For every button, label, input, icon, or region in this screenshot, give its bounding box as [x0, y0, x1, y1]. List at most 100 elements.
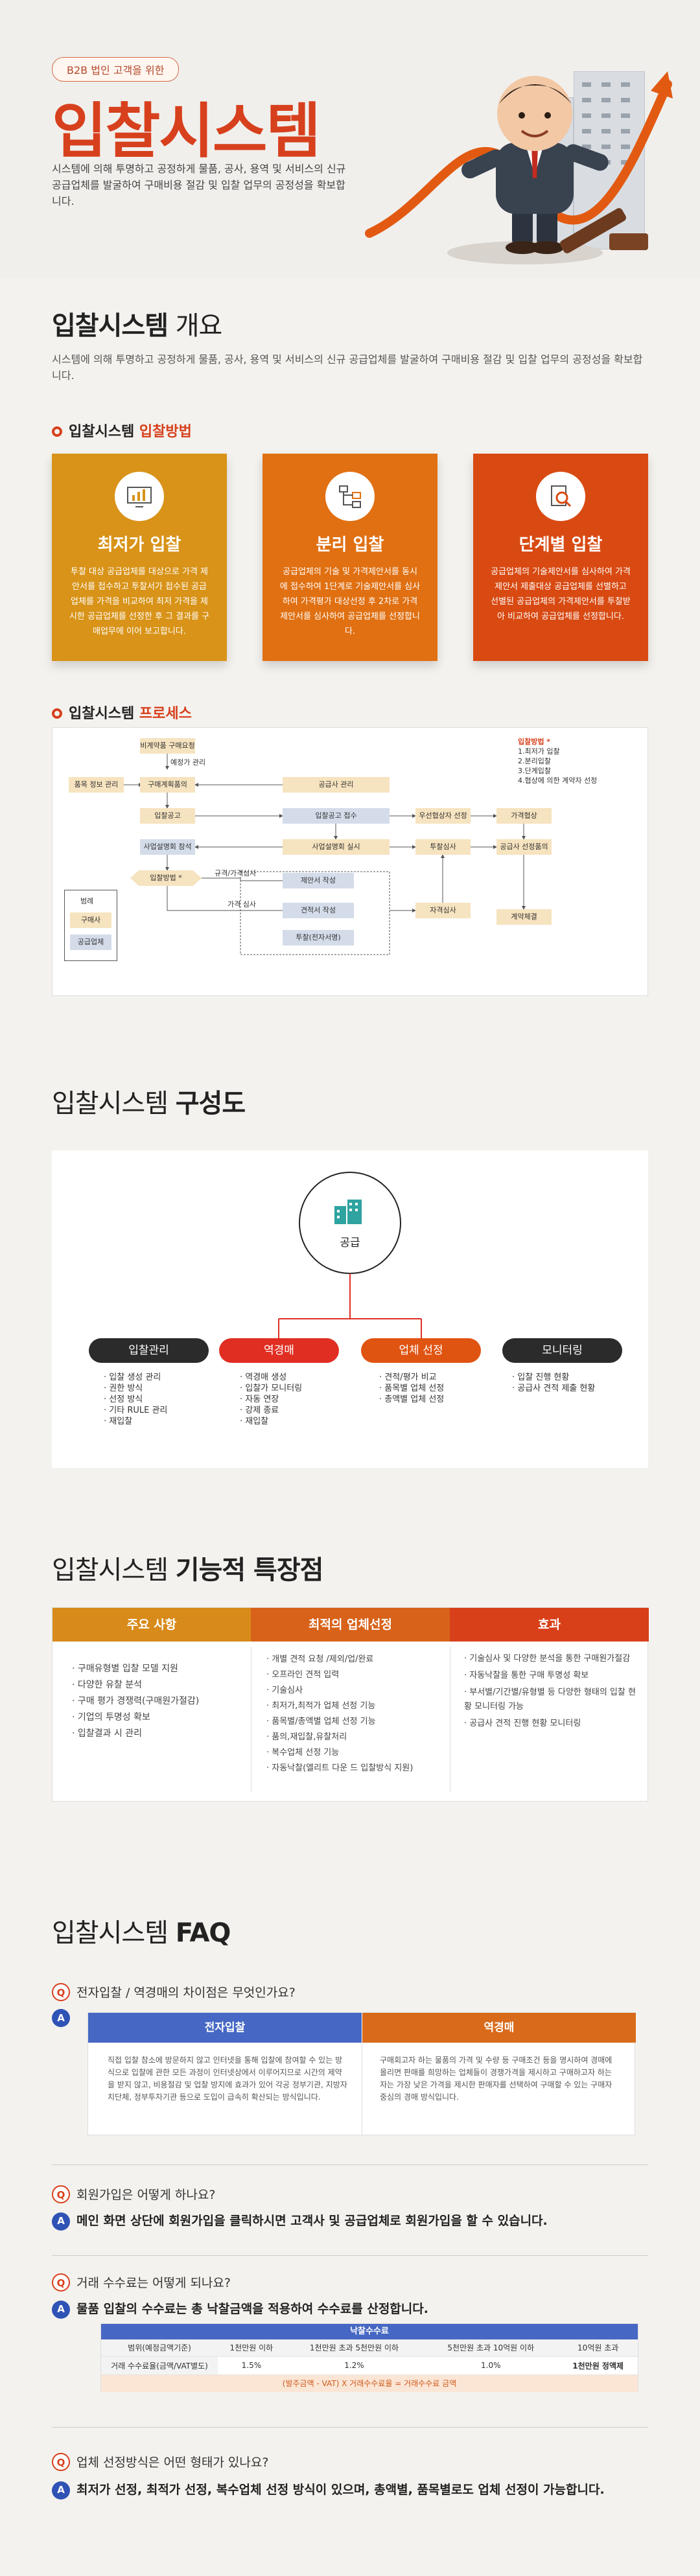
list-item: 개별 견적 요청 /제외/업/완료	[266, 1652, 441, 1667]
node-monitoring: 모니터링	[502, 1338, 622, 1363]
process-box: 투찰심사	[415, 839, 471, 855]
list-item: 오프라인 견적 입력	[266, 1667, 441, 1683]
node-list-reverse-auction: 역경매 생성 입찰가 모니터링 자동 연장 강제 종료 재입찰	[240, 1372, 302, 1427]
hero-description: 시스템에 의해 투명하고 공정하게 물품, 공사, 용역 및 서비스의 신규 공…	[52, 163, 346, 207]
list-item: 권한 방식	[104, 1383, 167, 1394]
process-box: 구매계획품의	[140, 777, 195, 793]
fee-formula: (발주금액 - VAT) X 거래수수료율 = 거래수수료 금액	[101, 2374, 638, 2392]
list-item: 재입찰	[104, 1416, 167, 1427]
process-box: 가격협상	[496, 808, 552, 824]
method-card-title: 최저가 입찰	[97, 535, 181, 555]
process-box: 우선협상자 선정	[415, 808, 471, 824]
list-item: 자동낙찰을 통한 구매 투명성 확보	[464, 1669, 639, 1683]
list-item: 입찰결과 시 관리	[72, 1726, 240, 1742]
process-label: 가격 심사	[228, 900, 256, 909]
process-box: 사업설명회 실시	[283, 839, 390, 855]
list-item: 기타 RULE 관리	[104, 1405, 167, 1416]
question-badge: Q	[52, 1983, 70, 2001]
list-item: 복수업체 선정 기능	[266, 1745, 441, 1761]
compare-table: 전자입찰 역경매 직접 입찰 참소에 방문하지 않고 인터넷을 통해 입찰에 참…	[88, 2012, 636, 2135]
fee-table: 낙찰수수료 범위(예정금액기준) 1천만원 이하 1천만원 초과 5천만원 이하…	[100, 2323, 638, 2392]
hero-title: 입찰시스템	[52, 97, 321, 166]
fee-grid: 범위(예정금액기준) 1천만원 이하 1천만원 초과 5천만원 이하 5천만원 …	[101, 2339, 638, 2375]
process-box: 투찰(전자서명)	[283, 930, 354, 946]
list-item: 품의,재입찰,유찰처리	[266, 1730, 441, 1745]
chart-icon	[115, 472, 164, 521]
method-card-stepwise: 단계별 입찰 공급업체의 기술제안서를 심사하여 가격제안서 제출대상 공급업체…	[473, 454, 648, 661]
fee-head-cell: 5천만원 초과 10억원 이하	[423, 2339, 559, 2357]
process-label: 예정가 관리	[170, 758, 206, 767]
list-item: 견적/평가 비교	[379, 1372, 444, 1383]
faq-title: 입찰시스템 FAQ	[52, 1918, 231, 1948]
legend-item: 공급업체	[70, 934, 111, 950]
list-item: 총액별 업체 선정	[379, 1394, 444, 1405]
features-title: 입찰시스템 기능적 특장점	[52, 1555, 323, 1585]
feature-list: 기술심사 및 다양한 분석을 통한 구매원가절감 자동낙찰을 통한 구매 투명성…	[464, 1652, 639, 1731]
feature-column-header: 최적의 업체선정	[251, 1608, 450, 1642]
process-heading: 입찰시스템 프로세스	[52, 702, 192, 723]
process-box: 공급사 관리	[283, 777, 390, 793]
answer-badge: A	[52, 2301, 70, 2319]
list-item: 품목별/총액별 업체 선정 기능	[266, 1714, 441, 1730]
overview-description: 시스템에 의해 투명하고 공정하게 물품, 공사, 용역 및 서비스의 신규 공…	[52, 353, 643, 382]
feature-column-header: 주요 사항	[52, 1608, 251, 1642]
process-legend: 범례 구매사 공급업체	[64, 890, 117, 961]
compare-header: 전자입찰	[88, 2013, 362, 2043]
process-box: 품목 정보 관리	[69, 777, 124, 793]
method-card-text: 투찰 대상 공급업체를 대상으로 가격 제안서를 접수하고 투찰서가 접수된 공…	[69, 567, 210, 636]
method-card-title: 분리 입찰	[316, 535, 384, 555]
note-item: 4.협상에 의한 계약자 선정	[518, 776, 598, 785]
faq-divider	[52, 2427, 648, 2428]
process-label: 규격/가격심사	[215, 869, 257, 877]
list-item: 공급사 견적 진행 현황 모니터링	[464, 1717, 639, 1731]
node-list-vendor-selection: 견적/평가 비교 품목별 업체 선정 총액별 업체 선정	[379, 1372, 444, 1405]
compare-header: 역경매	[362, 2013, 636, 2043]
list-item: 품목별 업체 선정	[379, 1383, 444, 1394]
search-document-icon	[536, 472, 585, 521]
list-item: 최저가,최적가 업체 선정 기능	[266, 1699, 441, 1714]
list-item: 선정 방식	[104, 1394, 167, 1405]
note-item: 2.분리입찰	[518, 757, 551, 765]
fee-cell: 1천만원 정액제	[558, 2356, 638, 2375]
method-card-lowest: 최저가 입찰 투찰 대상 공급업체를 대상으로 가격 제안서를 접수하고 투찰서…	[52, 454, 227, 661]
feature-column-header: 효과	[450, 1608, 649, 1642]
process-box: 견적서 작성	[283, 903, 354, 918]
answer-badge: A	[52, 2481, 70, 2500]
method-card-text: 공급업체의 기술제안서를 심사하여 가격제안서 제출대상 공급업체를 선별하고 …	[491, 567, 631, 621]
answer-badge: A	[52, 2212, 70, 2231]
composition-diagram: 공급 입찰관리 역경매 업체 선정 모니터링 입찰 생성 관리 권한 방식 선정…	[52, 1150, 648, 1468]
list-item: 재입찰	[240, 1416, 302, 1427]
node-list-monitoring: 입찰 진행 현황 공급사 견적 제출 현황	[512, 1372, 595, 1394]
node-reverse-auction: 역경매	[219, 1338, 339, 1363]
list-item: 역경매 생성	[240, 1372, 302, 1383]
center-label: 공급	[340, 1236, 360, 1249]
list-item: 구매 평가 경쟁력(구매원가절감)	[72, 1693, 240, 1710]
feature-list: 구매유형별 입찰 모델 지원 다양한 유찰 분석 구매 평가 경쟁력(구매원가절…	[72, 1661, 240, 1742]
list-item: 강제 종료	[240, 1405, 302, 1416]
legend-item: 구매사	[70, 912, 111, 928]
note-title: 입찰방법 *	[518, 737, 551, 746]
process-diagram: 비계약품 구매요청 구매계획품의 품목 정보 관리 공급사 관리 입찰공고 입찰…	[52, 727, 648, 996]
building-icon	[332, 1197, 368, 1228]
list-item: 기업의 투명성 확보	[72, 1710, 240, 1726]
list-item: 자동 연장	[240, 1394, 302, 1405]
fee-row-label: 거래 수수료율(금액/VAT별도)	[101, 2356, 218, 2375]
question-badge: Q	[52, 2453, 70, 2471]
fee-cell: 1.5%	[218, 2356, 285, 2375]
question-badge: Q	[52, 2273, 70, 2292]
list-item: 입찰가 모니터링	[240, 1383, 302, 1394]
fee-head-cell: 10억원 초과	[558, 2339, 638, 2357]
method-card-text: 공급업체의 기술 및 가격제안서를 동시에 접수하여 1단계로 기술제안서를 심…	[279, 567, 421, 636]
process-box: 입찰공고 접수	[283, 808, 390, 824]
faq-divider	[52, 2164, 648, 2165]
faq-divider	[52, 2255, 648, 2256]
hero-tagline: B2B 법인 고객을 위한	[52, 57, 180, 82]
node-list-bid-management: 입찰 생성 관리 권한 방식 선정 방식 기타 RULE 관리 재입찰	[104, 1372, 167, 1427]
process-box: 입찰공고	[140, 808, 195, 824]
